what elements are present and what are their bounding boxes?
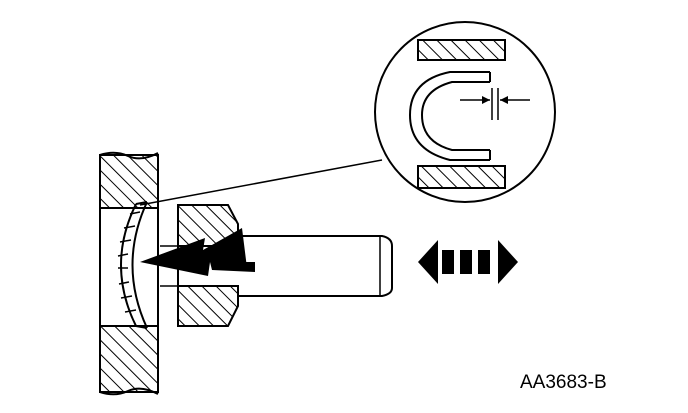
motion-arrow [418, 240, 518, 284]
figure-code: AA3683-B [520, 372, 607, 393]
seal-ring [117, 201, 148, 329]
detail-circle [374, 21, 556, 203]
housing-wall [99, 151, 159, 396]
push-arrow [140, 228, 255, 276]
detail-leaders [139, 159, 383, 206]
tool-shaft [238, 235, 393, 297]
